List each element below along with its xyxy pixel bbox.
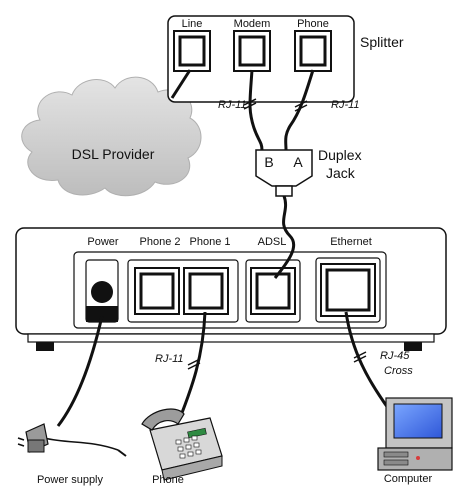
router-port-phone1-label: Phone 1 — [190, 236, 231, 248]
telephone: RJ-11 Phone — [141, 311, 223, 486]
power-supply-label: Power supply — [37, 474, 104, 486]
router-port-phone2 — [134, 267, 180, 315]
router-port-power — [85, 259, 119, 323]
splitter-port-line-label: Line — [182, 18, 203, 30]
cross-label: Cross — [384, 365, 413, 377]
router-port-ethernet — [320, 263, 376, 317]
cables-splitter — [170, 69, 315, 151]
router-port-power-label: Power — [87, 236, 119, 248]
splitter-port-line — [173, 30, 211, 72]
cable-break-marks — [243, 98, 308, 112]
duplex-jack-label-1: Duplex — [318, 147, 362, 163]
splitter-port-modem-label: Modem — [234, 18, 271, 30]
phone-label: Phone — [152, 474, 184, 486]
duplex-jack-label-2: Jack — [326, 165, 356, 181]
splitter: Line Modem Phone Splitter — [167, 15, 404, 103]
rj11-left-label: RJ-11 — [218, 99, 247, 111]
rj45-label: RJ-45 — [380, 350, 410, 362]
dsl-modem-router: Power Phone 2 Phone 1 ADSL Ethernet — [15, 227, 447, 351]
splitter-port-phone — [294, 30, 332, 72]
splitter-port-phone-label: Phone — [297, 18, 329, 30]
power-supply: Power supply — [17, 315, 127, 486]
router-port-adsl — [250, 267, 296, 315]
duplex-jack: B A Duplex Jack — [255, 147, 362, 197]
line-cable — [170, 69, 192, 99]
modem-cable — [248, 69, 264, 151]
rj11-phone-label: RJ-11 — [155, 353, 184, 365]
router-port-phone1 — [183, 267, 229, 315]
splitter-title: Splitter — [360, 34, 404, 50]
router-port-ethernet-label: Ethernet — [330, 236, 372, 248]
router-port-adsl-label: ADSL — [258, 236, 287, 248]
splitter-port-modem — [233, 30, 271, 72]
cloud-label: DSL Provider — [72, 146, 155, 162]
computer-label: Computer — [384, 473, 433, 485]
rj11-right-label: RJ-11 — [331, 99, 360, 111]
duplex-port-b-label: B — [264, 154, 273, 170]
duplex-port-a-label: A — [293, 154, 303, 170]
dsl-provider-cloud: DSL Provider — [21, 76, 202, 197]
router-port-phone2-label: Phone 2 — [140, 236, 181, 248]
computer: RJ-45 Cross Computer — [344, 311, 453, 485]
adsl-cable — [273, 195, 296, 279]
phone-cable — [284, 69, 315, 151]
